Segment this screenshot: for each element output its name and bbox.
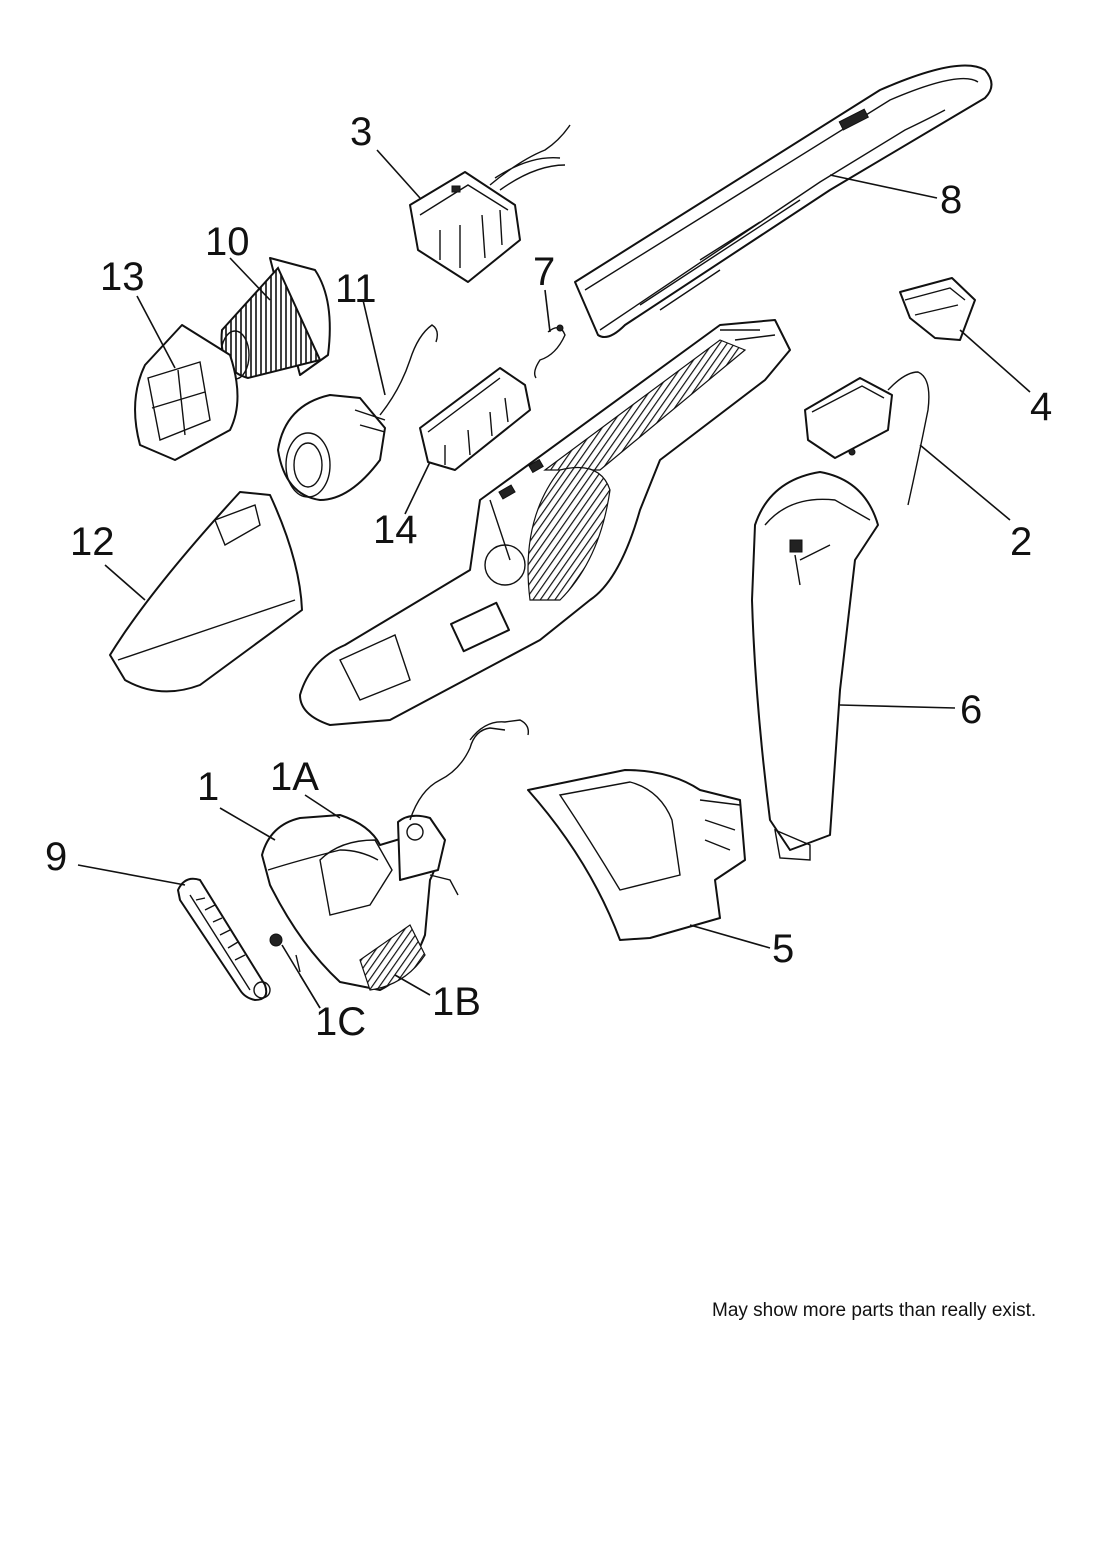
- part-11-motor: [277, 324, 439, 501]
- label-6: 6: [960, 688, 982, 732]
- label-1c: 1C: [315, 1000, 366, 1044]
- label-2: 2: [1010, 520, 1032, 564]
- label-1a: 1A: [270, 755, 319, 799]
- disclaimer-note: May show more parts than really exist.: [712, 1300, 1037, 1321]
- part-4-cap: [899, 277, 976, 341]
- part-2-charger: [804, 371, 930, 506]
- leader-lines: [77, 149, 1031, 1009]
- part-1c-end-cap: [269, 933, 301, 973]
- part-12-dust-bowl: [109, 491, 303, 693]
- part-5-charging-base: [527, 769, 746, 941]
- part-9-brush-roll: [177, 877, 271, 1001]
- label-8: 8: [940, 178, 962, 222]
- label-11: 11: [335, 267, 377, 311]
- part-1-floor-nozzle: [261, 719, 530, 991]
- part-3-switch-assembly: [409, 124, 571, 283]
- label-7: 7: [533, 250, 555, 294]
- label-12: 12: [70, 520, 115, 564]
- label-10: 10: [205, 220, 250, 264]
- main-body-frame: [299, 319, 791, 726]
- label-3: 3: [350, 110, 372, 154]
- part-6-handle-grip: [751, 471, 879, 861]
- label-1b: 1B: [432, 980, 481, 1024]
- part-10-filter: [220, 257, 331, 380]
- part-13-prefilter: [134, 324, 239, 461]
- label-14: 14: [373, 508, 418, 552]
- part-14-connector-block: [419, 367, 531, 471]
- label-13: 13: [100, 255, 145, 299]
- label-9: 9: [45, 835, 67, 879]
- part-labels: 3 10 13 11 7 8 4 2 14 12 6 1 1A 9 5 1B 1…: [45, 110, 1052, 1044]
- label-5: 5: [772, 927, 794, 971]
- label-1: 1: [197, 765, 219, 809]
- part-8-handle-housing: [574, 64, 993, 338]
- label-4: 4: [1030, 385, 1052, 429]
- part-7-wire-lead: [533, 324, 566, 379]
